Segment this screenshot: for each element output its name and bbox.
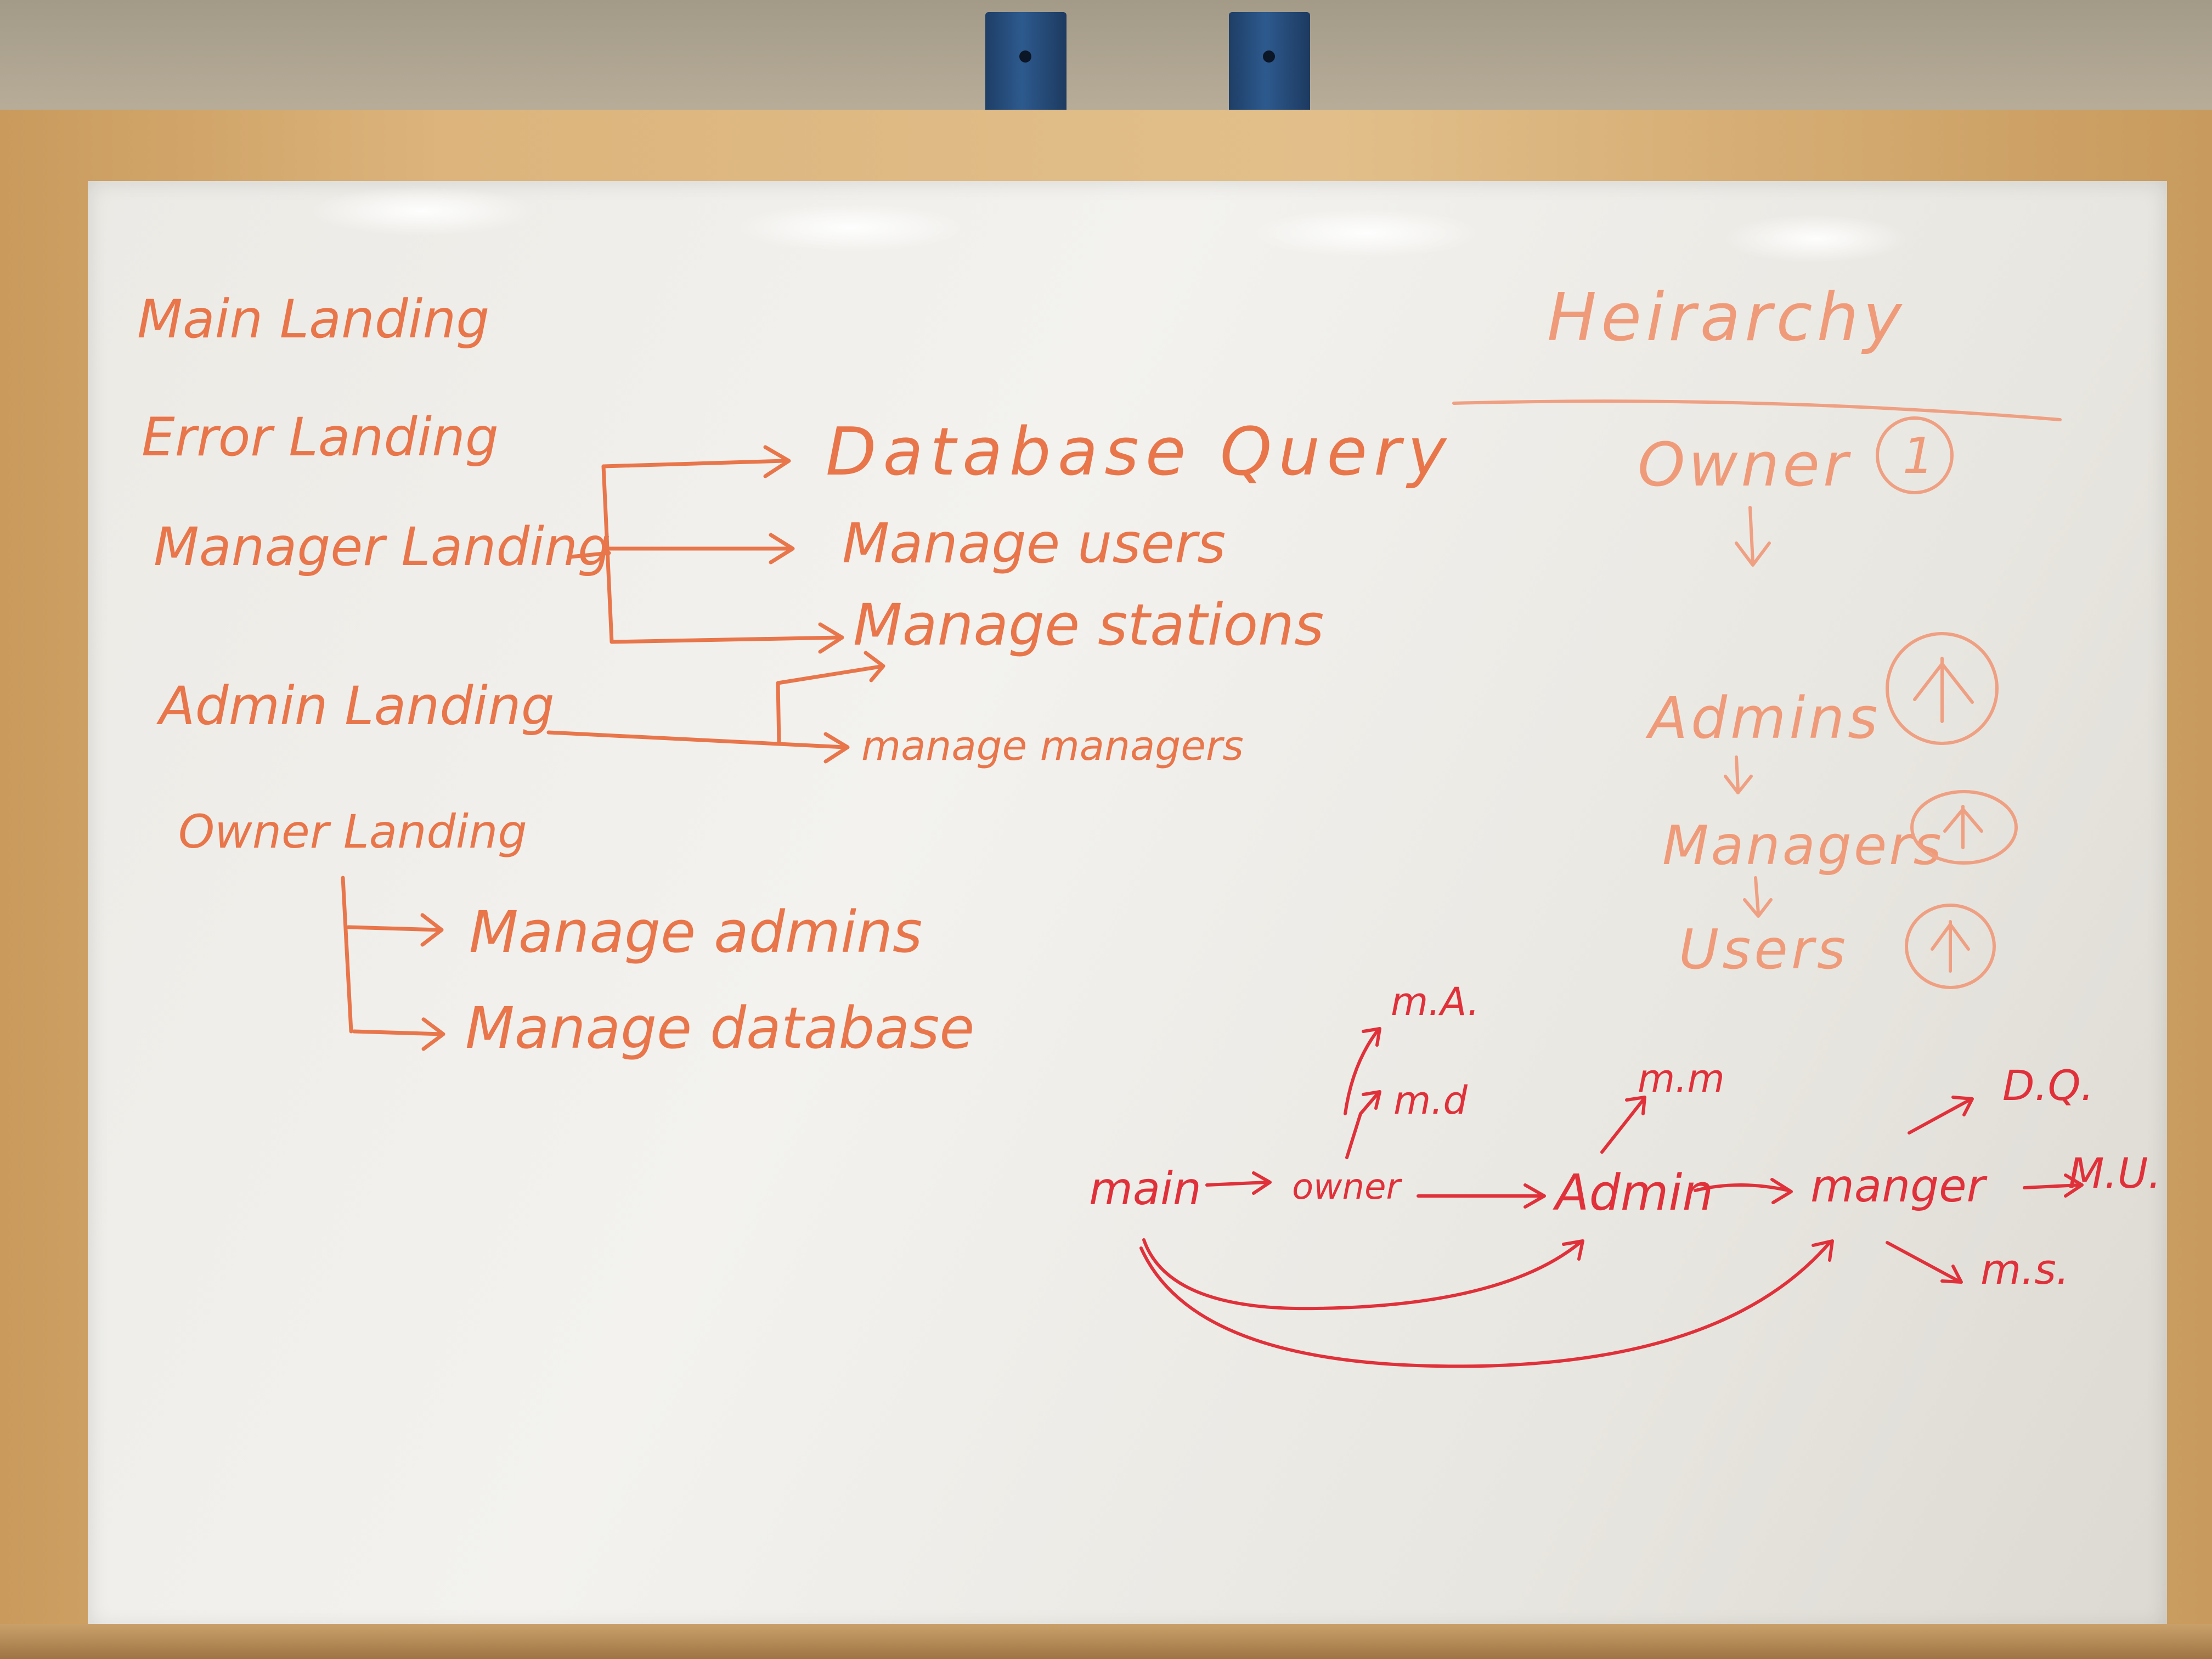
admin-to-mm-arrow — [1600, 1096, 1646, 1154]
error-landing-label: Error Landing — [142, 407, 499, 468]
database-query-label: Database Query — [826, 414, 1453, 490]
manager-branch-arrows — [568, 445, 844, 654]
light-reflection — [307, 187, 538, 236]
admin-to-manager-arrow — [1694, 1178, 1793, 1204]
flow-ma-node: m.A. — [1391, 979, 1480, 1024]
flow-ms-node: m.s. — [1980, 1245, 2069, 1294]
manage-admins-label: Manage admins — [469, 899, 922, 966]
board-clip-left — [985, 12, 1066, 122]
flow-owner-node: owner — [1292, 1167, 1402, 1207]
manage-database-label: Manage database — [465, 995, 974, 1062]
light-reflection — [1251, 208, 1481, 258]
clip-hole — [1263, 50, 1275, 63]
admins-rank-badge — [1886, 632, 1999, 745]
flow-mm-node: m.m — [1638, 1056, 1725, 1101]
hierarchy-title: Heirarchy — [1547, 280, 1906, 356]
admins-to-managers-arrow — [1724, 755, 1753, 794]
manager-to-dq-arrow — [1908, 1096, 1974, 1135]
owner-rank-badge — [1876, 416, 1954, 494]
manager-landing-label: Manager Landing — [154, 516, 611, 578]
admin-branch-arrows — [546, 651, 885, 764]
managers-to-users-arrow — [1743, 876, 1773, 918]
flow-dq-node: D.Q. — [2002, 1061, 2094, 1110]
owner-to-ma-arrow — [1344, 1027, 1381, 1115]
flow-mu-node: M.U. — [2068, 1149, 2162, 1198]
manage-stations-label: Manage stations — [853, 591, 1324, 658]
manager-to-mu-arrow — [2023, 1173, 2084, 1198]
light-reflection — [735, 203, 966, 252]
managers-rank-badge — [1910, 790, 2018, 865]
manage-managers-label: manage managers — [861, 723, 1244, 770]
flow-admin-node: Admin — [1553, 1164, 1713, 1222]
light-reflection — [1723, 214, 1909, 263]
hierarchy-owner-label: Owner — [1638, 430, 1851, 500]
manager-to-ms-arrow — [1886, 1241, 1963, 1284]
marker-tray — [0, 1624, 2212, 1659]
managers-up-arrow-icon — [1943, 805, 1983, 849]
owner-landing-label: Owner Landing — [178, 805, 527, 859]
board-clip-right — [1229, 12, 1310, 122]
manage-users-label: Manage users — [842, 511, 1226, 575]
main-to-manager-curve-arrow — [1139, 1239, 1834, 1368]
owner-branch-arrows — [341, 876, 445, 1051]
main-to-admin-curve-arrow — [1142, 1238, 1584, 1311]
owner-to-md-arrow — [1345, 1090, 1381, 1159]
owner-to-admin-arrow — [1417, 1183, 1546, 1209]
clip-hole — [1019, 50, 1031, 63]
owner-rank-number: 1 — [1903, 427, 1934, 485]
main-landing-label: Main Landing — [137, 289, 489, 350]
main-to-owner-arrow — [1205, 1171, 1272, 1195]
flow-main-node: main — [1089, 1163, 1201, 1215]
admin-landing-label: Admin Landing — [156, 675, 555, 737]
admins-up-arrow-icon — [1913, 657, 1974, 723]
hierarchy-managers-label: Managers — [1662, 815, 1944, 877]
users-up-arrow-icon — [1931, 920, 1970, 973]
owner-to-admins-arrow — [1735, 506, 1771, 567]
users-rank-badge — [1905, 904, 1996, 989]
whiteboard — [88, 181, 2167, 1629]
hierarchy-users-label: Users — [1679, 917, 1849, 981]
hierarchy-admins-label: Admins — [1645, 685, 1881, 752]
hierarchy-underline — [1452, 399, 2062, 421]
flow-md-node: m.d — [1393, 1078, 1468, 1123]
flow-manager-node: manger — [1810, 1160, 1988, 1212]
